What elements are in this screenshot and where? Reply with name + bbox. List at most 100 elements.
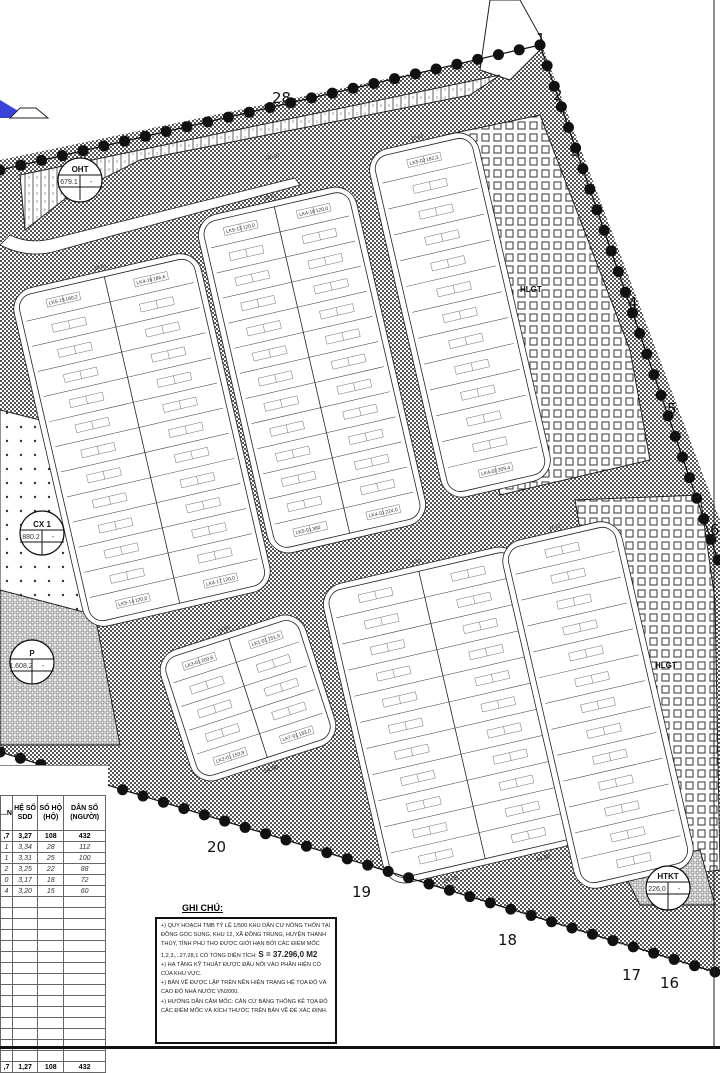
boundary-marker bbox=[342, 853, 353, 864]
table-cell bbox=[38, 1051, 64, 1062]
table-cell: 3,17 bbox=[12, 875, 37, 886]
table-cell: 108 bbox=[38, 831, 64, 842]
boundary-marker bbox=[199, 809, 210, 820]
table-cell bbox=[38, 930, 64, 941]
svg-text:P: P bbox=[29, 649, 35, 658]
table-cell bbox=[38, 963, 64, 974]
boundary-marker bbox=[613, 266, 624, 277]
boundary-marker bbox=[117, 784, 128, 795]
table-cell bbox=[1, 1051, 13, 1062]
col-header: ...N bbox=[1, 796, 13, 831]
boundary-marker bbox=[362, 860, 373, 871]
boundary-marker bbox=[161, 126, 172, 137]
oht-marker: OHT 679.1 - bbox=[58, 158, 102, 202]
table-row bbox=[1, 985, 106, 996]
boundary-marker bbox=[219, 816, 230, 827]
table-row bbox=[1, 1018, 106, 1029]
hlgt-lower-label: HLGT bbox=[655, 661, 677, 670]
boundary-marker bbox=[648, 948, 659, 959]
boundary-marker bbox=[599, 225, 610, 236]
boundary-marker bbox=[321, 847, 332, 858]
table-cell: 432 bbox=[64, 1062, 106, 1073]
boundary-marker bbox=[584, 184, 595, 195]
htkt-marker: HTKT 226,0 - bbox=[646, 866, 690, 910]
table-cell: 3,34 bbox=[12, 842, 37, 853]
table-cell bbox=[12, 985, 37, 996]
boundary-marker bbox=[514, 44, 525, 55]
table-cell: 18 bbox=[38, 875, 64, 886]
boundary-point-label: 28 bbox=[272, 89, 291, 107]
boundary-marker bbox=[15, 753, 26, 764]
boundary-marker bbox=[542, 60, 553, 71]
boundary-marker bbox=[281, 835, 292, 846]
table-cell: 108 bbox=[38, 1062, 64, 1073]
boundary-marker bbox=[591, 204, 602, 215]
table-cell: 72 bbox=[64, 875, 106, 886]
boundary-marker bbox=[606, 246, 617, 257]
table-row bbox=[1, 1007, 106, 1018]
svg-text:679.1: 679.1 bbox=[60, 179, 78, 186]
table-cell bbox=[1, 963, 13, 974]
boundary-marker bbox=[403, 872, 414, 883]
table-cell: 0 bbox=[1, 875, 13, 886]
boundary-marker bbox=[57, 150, 68, 161]
boundary-marker bbox=[178, 803, 189, 814]
table-cell bbox=[1, 974, 13, 985]
table-cell: 60 bbox=[64, 886, 106, 897]
table-cell bbox=[1, 919, 13, 930]
table-cell: 1,27 bbox=[12, 1062, 37, 1073]
boundary-marker bbox=[677, 452, 688, 463]
table-row bbox=[1, 1051, 106, 1062]
table-cell: 100 bbox=[64, 853, 106, 864]
boundary-marker bbox=[563, 122, 574, 133]
boundary-marker bbox=[684, 472, 695, 483]
boundary-marker bbox=[546, 916, 557, 927]
boundary-marker bbox=[587, 929, 598, 940]
boundary-marker bbox=[36, 155, 47, 166]
boundary-marker bbox=[577, 163, 588, 174]
boundary-marker bbox=[78, 145, 89, 156]
boundary-point-label: 4 bbox=[628, 294, 638, 312]
boundary-marker bbox=[327, 88, 338, 99]
boundary-point-label: 3 bbox=[571, 142, 581, 160]
boundary-point-label: 16 bbox=[660, 974, 679, 992]
boundary-marker bbox=[389, 73, 400, 84]
table-cell bbox=[38, 974, 64, 985]
table-cell bbox=[38, 1018, 64, 1029]
notes-title: GHI CHÚ: bbox=[182, 903, 223, 913]
boundary-point-label: 1 bbox=[536, 30, 546, 48]
table-cell: ,7 bbox=[1, 831, 13, 842]
table-row bbox=[1, 996, 106, 1007]
table-cell: 1 bbox=[1, 853, 13, 864]
p-marker: P 1.608,2 - bbox=[9, 640, 54, 684]
table-cell bbox=[38, 941, 64, 952]
col-header-he-so-sdd: HỆ SỐ SDD bbox=[12, 796, 37, 831]
boundary-marker bbox=[710, 967, 720, 978]
boundary-marker bbox=[368, 78, 379, 89]
table-cell bbox=[64, 952, 106, 963]
table-cell bbox=[12, 963, 37, 974]
table-cell bbox=[12, 941, 37, 952]
boundary-marker bbox=[301, 841, 312, 852]
table-cell bbox=[1, 897, 13, 908]
svg-text:880.2: 880.2 bbox=[22, 534, 40, 541]
boundary-point-label: 19 bbox=[352, 883, 371, 901]
table-cell bbox=[12, 974, 37, 985]
boundary-marker bbox=[634, 328, 645, 339]
col-header-dan-so: DÂN SỐ (NGƯỜI) bbox=[64, 796, 106, 831]
table-cell: 4 bbox=[1, 886, 13, 897]
boundary-marker bbox=[244, 107, 255, 118]
table-cell: 15 bbox=[38, 886, 64, 897]
table-row bbox=[1, 897, 106, 908]
boundary-marker bbox=[691, 493, 702, 504]
table-cell: 3,25 bbox=[12, 864, 37, 875]
table-cell bbox=[38, 985, 64, 996]
cx1-marker: CX 1 880.2 - bbox=[20, 511, 64, 555]
table-cell bbox=[12, 919, 37, 930]
boundary-marker bbox=[607, 935, 618, 946]
table-cell bbox=[1, 1029, 13, 1040]
table-cell bbox=[38, 996, 64, 1007]
